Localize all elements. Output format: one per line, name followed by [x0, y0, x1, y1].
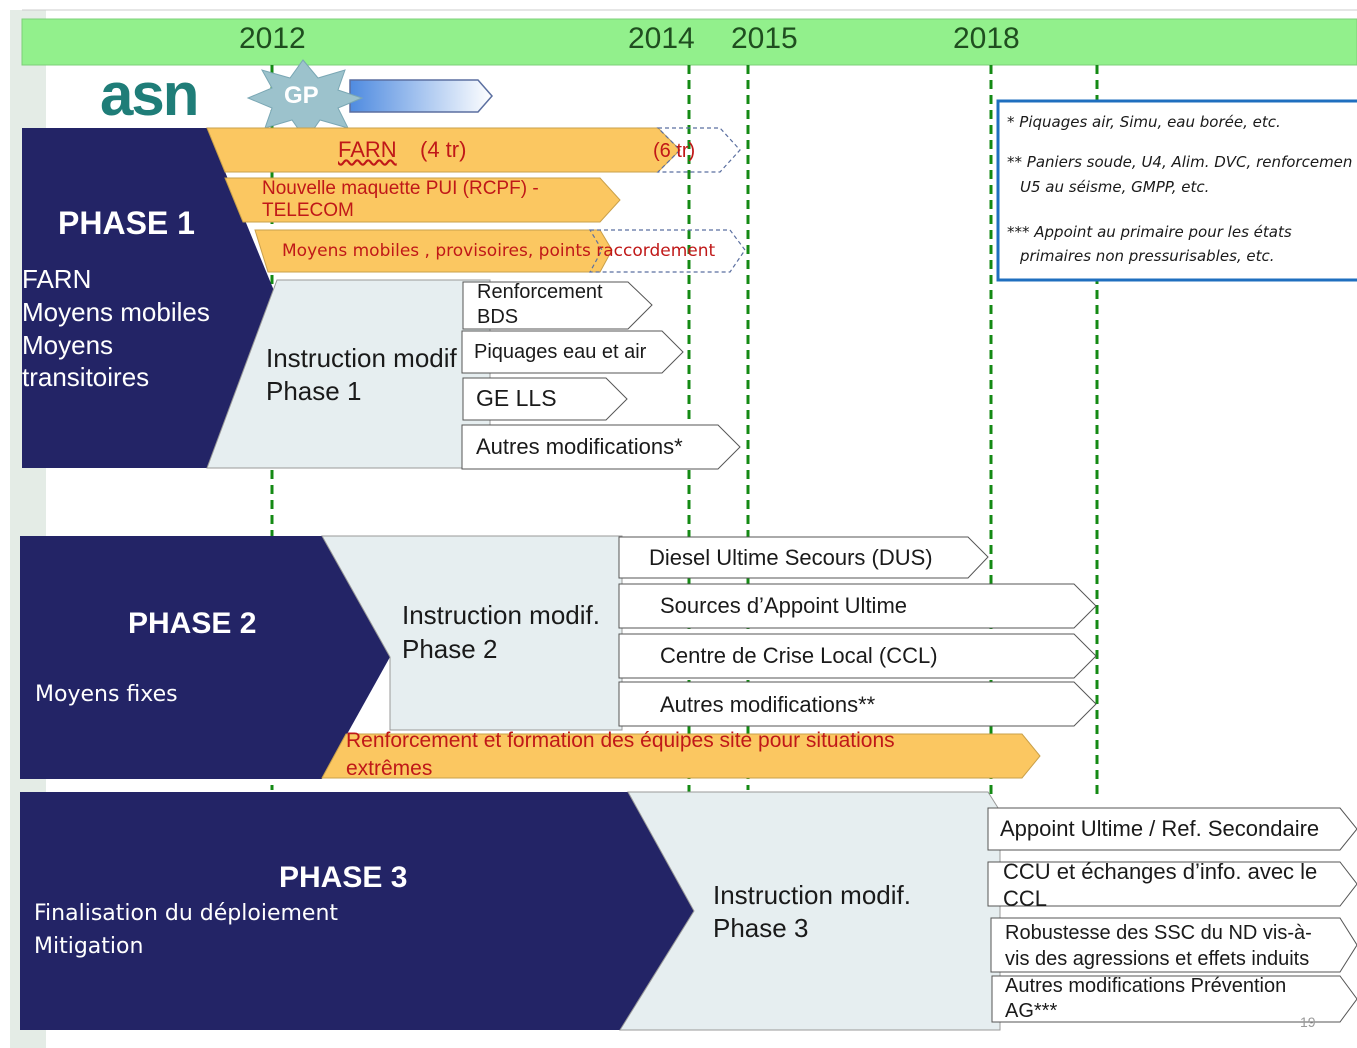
gp-arrow: [349, 79, 493, 113]
phase2-instruction-area: [321, 535, 623, 731]
renforcement-arrow: [321, 733, 1041, 779]
farn-extension-arrow: [656, 127, 741, 173]
year-label-2018: 2018: [953, 22, 1020, 55]
phase3-subtitle-1: Finalisation du déploiement: [34, 901, 339, 926]
gp-label: GP: [284, 82, 319, 109]
item-piquages: Piquages eau et air: [474, 341, 647, 363]
item-bds-1: Renforcement: [477, 281, 603, 303]
phase2-instruction-1: Instruction modif.: [402, 600, 600, 630]
phase1-block: [22, 128, 277, 468]
note-2a: ** Paniers soude, U4, Alim. DVC, renforc…: [1007, 153, 1353, 171]
item-arrow-autres1: [461, 424, 741, 470]
phase3-instruction-area: [619, 791, 1001, 1031]
farn-extra: (6 tr): [653, 140, 696, 162]
note-3a: *** Appoint au primaire pour les états: [1007, 223, 1292, 241]
phase3-instruction-1: Instruction modif.: [713, 880, 911, 910]
item-autres-3-1: Autres modifications Prévention: [1005, 975, 1287, 997]
farn-count: (4 tr): [420, 137, 467, 162]
farn-label: FARN: [338, 137, 397, 162]
phase3-instruction-2: Phase 3: [713, 913, 809, 943]
mobiles-arrow: [254, 229, 613, 273]
item-arrow-autres3: [991, 975, 1357, 1023]
note-1: * Piquages air, Simu, eau borée, etc.: [1007, 113, 1281, 131]
item-robustesse-2: vis des agressions et effets induits: [1005, 948, 1310, 970]
item-arrow-robustesse: [990, 917, 1357, 973]
phase3-subtitle-2: Mitigation: [34, 934, 144, 959]
phase2-block: [20, 536, 390, 779]
timeline-bar: [21, 18, 1357, 66]
phase2-instruction-2: Phase 2: [402, 634, 498, 664]
year-label-2015: 2015: [731, 22, 798, 55]
item-sau: Sources d’Appoint Ultime: [660, 593, 908, 618]
item-arrow-ccl: [618, 633, 1097, 679]
phase3-title: PHASE 3: [279, 861, 408, 894]
item-arrow-sau: [618, 583, 1097, 629]
mobiles-extension-arrow: [588, 229, 746, 273]
notes-box: [996, 99, 1357, 282]
item-arrow-ccu: [987, 861, 1357, 907]
year-label-2014: 2014: [628, 22, 695, 55]
asn-logo: asn: [100, 61, 199, 128]
note-2b: U5 au séisme, GMPP, etc.: [1020, 178, 1210, 196]
item-arrow-dus: [618, 536, 989, 579]
year-label-2012: 2012: [239, 22, 306, 55]
item-ge-lls: GE LLS: [476, 385, 557, 411]
mobiles-label: Moyens mobiles , provisoires, points rac…: [282, 241, 716, 261]
phase1-subtitle-2: Moyens mobiles: [22, 297, 210, 327]
pui-line-2: TELECOM: [262, 200, 354, 221]
pui-line-1: Nouvelle maquette PUI (RCPF) -: [262, 178, 539, 199]
item-arrow-piquages: [461, 330, 684, 374]
item-arrow-ge: [462, 377, 628, 421]
item-autres-3-2: AG***: [1005, 1000, 1058, 1022]
item-ccu-1: CCU et échanges d’info. avec le: [1003, 859, 1318, 884]
phase1-subtitle-4: transitoires: [22, 362, 150, 392]
phase1-instruction-1: Instruction modif: [266, 343, 457, 373]
pui-arrow: [224, 177, 621, 223]
renforcement-line-2: extrêmes: [346, 757, 433, 780]
item-autres-1: Autres modifications*: [476, 434, 683, 459]
item-arrow-bds: [462, 281, 653, 330]
page-number: 19: [1300, 1014, 1316, 1030]
item-arrow-autres2: [618, 681, 1097, 727]
phase3-block: [20, 792, 694, 1030]
item-ccl: Centre de Crise Local (CCL): [660, 643, 938, 668]
item-dus: Diesel Ultime Secours (DUS): [649, 545, 933, 570]
renforcement-line-1: Renforcement et formation des équipes si…: [346, 729, 895, 752]
phase1-instruction-2: Phase 1: [266, 376, 362, 406]
item-arrow-appoint: [987, 807, 1357, 851]
item-autres-2: Autres modifications**: [660, 692, 876, 717]
note-3b: primaires non pressurisables, etc.: [1020, 247, 1275, 265]
item-bds-2: BDS: [477, 306, 519, 328]
phase2-title: PHASE 2: [128, 607, 257, 640]
phase1-subtitle-1: FARN: [22, 264, 92, 294]
phase2-subtitle: Moyens fixes: [35, 682, 178, 707]
item-appoint: Appoint Ultime / Ref. Secondaire: [1000, 816, 1320, 841]
phase1-title: PHASE 1: [58, 205, 195, 241]
item-ccu-2: CCL: [1003, 886, 1048, 911]
phase1-subtitle-3: Moyens: [22, 330, 114, 360]
item-robustesse-1: Robustesse des SSC du ND vis-à-: [1005, 922, 1312, 944]
